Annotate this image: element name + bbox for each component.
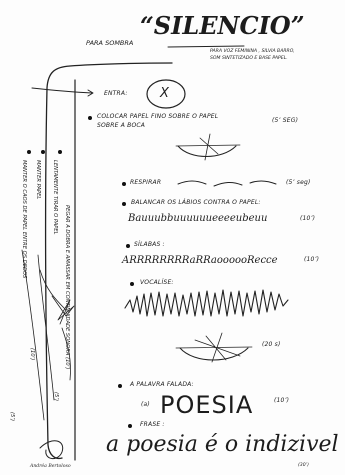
header-subtitle-2: SOM SINTETIZADO E BASE PAPEL.	[210, 56, 288, 61]
margin-note-1: MANTER O CAOS DE PAPEL ENTRE OS DEDOS	[21, 160, 27, 279]
bottom-loop	[39, 440, 64, 459]
entry-arrow-head	[87, 89, 94, 97]
entry-symbol: X	[160, 86, 169, 101]
frase-scribble: a poesia é o indizivel	[106, 432, 339, 457]
bullet-step-1	[88, 116, 92, 120]
margin-bullet-1	[27, 150, 31, 154]
margin-bullet-2	[41, 150, 45, 154]
bowl-strokes-2	[175, 332, 253, 363]
left-bracket-line	[44, 62, 173, 460]
bullet-step-3	[122, 202, 126, 206]
title-underline	[167, 45, 245, 48]
step-2-text: RESPIRAR	[130, 179, 162, 186]
margin-note-2: MANTER PAPEL	[35, 160, 41, 200]
margin-time-c: (5’)	[53, 392, 59, 401]
step-4-time: (10’)	[304, 256, 320, 263]
step-7-time: (30’)	[298, 463, 309, 468]
step-4-scribble: ARRRRRRRRaRRaoooooRecce	[122, 255, 278, 266]
bullet-step-4	[126, 244, 130, 248]
step-1-time: (5’ SEG)	[272, 117, 299, 124]
margin-bullet-3	[58, 150, 62, 154]
step-6-time: (10’)	[274, 397, 290, 404]
step-3-time: (10’)	[300, 215, 316, 222]
margin-curves	[21, 249, 55, 421]
bullet-step-5	[130, 282, 134, 286]
bullet-step-2	[122, 182, 126, 186]
bowl-sketch-1	[177, 145, 237, 157]
margin-time-a: (5’)	[9, 412, 15, 421]
margin-knot	[39, 269, 75, 381]
step-5-time: (20 s)	[262, 341, 281, 348]
step-1-line1: COLOCAR PAPEL FINO SOBRE O PAPEL	[97, 113, 219, 120]
bowl-strokes-1	[175, 133, 241, 161]
breath-waves	[177, 180, 277, 187]
poesia-label: (a)	[141, 401, 150, 408]
header-subtitle-1: PARA VOZ FEMININA , SILVIA BARRO,	[210, 49, 295, 54]
step-5-text: VOCALÍSE:	[140, 279, 174, 286]
step-7-text: FRASE :	[140, 421, 165, 428]
poesia-word: POESIA	[160, 391, 254, 419]
entry-arrow-line	[31, 87, 93, 94]
margin-time-b: (10’)	[29, 348, 35, 361]
vocalise-zigzag	[124, 289, 289, 317]
bowl-sketch-2	[179, 347, 249, 361]
step-6-text: A PALAVRA FALADA:	[130, 381, 194, 388]
margin-note-3: LENTAMENTE TIRAR O PAPEL	[52, 160, 58, 235]
bullet-step-6	[118, 384, 122, 388]
step-3-scribble: Bauuubbuuuuuueeeeubeuu	[128, 213, 268, 224]
step-2-time: (5’ seg)	[286, 179, 311, 186]
step-4-text: SÍLABAS :	[134, 241, 165, 248]
entry-circle	[146, 79, 186, 109]
entry-label: ENTRA:	[104, 90, 128, 97]
header-line1: PARA SOMBRA	[86, 39, 134, 47]
step-3-text: BALANCAR OS LÁBIOS CONTRA O PAPEL:	[131, 199, 261, 206]
page-title: “SILENCIO”	[140, 11, 305, 40]
signature: Andréa Bertoloso	[30, 464, 71, 469]
bullet-step-7	[128, 424, 132, 428]
margin-note-4: PEGAR A DOBRA E AMASSAR EM CONTINUIDADE …	[64, 205, 70, 370]
step-1-line2: SOBRE A BOCA	[97, 122, 146, 129]
